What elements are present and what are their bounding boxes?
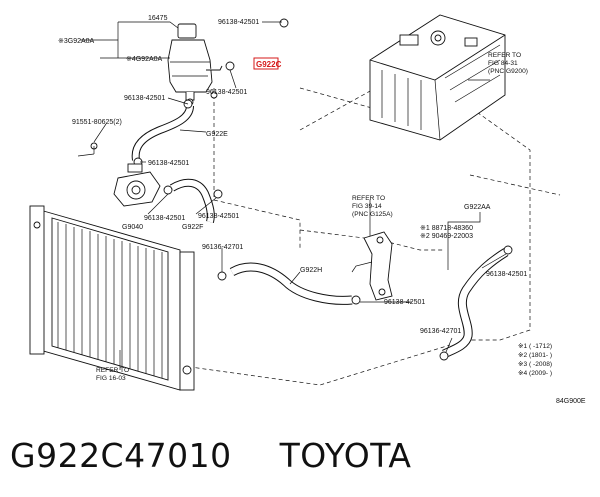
- label-96138-42501-g: 96138-42501: [486, 271, 527, 278]
- label-90469-22003: ※2 90469-22003: [420, 233, 473, 240]
- caption-part-number: G922C47010: [10, 435, 232, 475]
- label-96138-42501-c: 96138-42501: [148, 160, 189, 167]
- note-4: ※4 (2009- ): [518, 370, 552, 377]
- ref-fig84-line2: FIG 84-31: [488, 60, 518, 67]
- part-labels: 16475 96138-42501 G922C ※3G92A0A ※4G92A0…: [58, 15, 586, 405]
- label-96136-42701-a: 96136-42701: [202, 244, 243, 251]
- water-pump: [113, 163, 161, 207]
- label-g922c-highlighted: G922C: [256, 60, 282, 69]
- label-96138-42501-top: 96138-42501: [218, 19, 259, 26]
- highlight-box: [253, 57, 279, 70]
- note-2: ※2 (1801- ): [518, 352, 552, 359]
- ref-fig16-line2: FIG 16-03: [96, 375, 126, 382]
- caption-brand: TOYOTA: [279, 435, 412, 475]
- water-pipe: [351, 231, 393, 301]
- hoses: [131, 23, 509, 359]
- label-96138-42501-d: 96138-42501: [144, 215, 185, 222]
- note-3: ※3 ( -2008): [518, 361, 552, 368]
- inverter-assembly: [369, 14, 506, 141]
- diagram-code: 84G900E: [556, 398, 586, 405]
- ref-fig84-line3: (PNC G9200): [488, 68, 528, 75]
- leader-lines: [77, 21, 507, 370]
- label-16475: 16475: [148, 15, 168, 22]
- ref-fig16-line1: REFER TO: [96, 367, 129, 374]
- label-g922aa: G922AA: [464, 204, 491, 211]
- label-96138-42501-e: 96138-42501: [198, 213, 239, 220]
- reference-notes: REFER TO FIG 84-31 (PNC G9200) REFER TO …: [96, 52, 528, 382]
- parts-diagram: 16475 96138-42501 G922C ※3G92A0A ※4G92A0…: [29, 14, 586, 405]
- label-g92a0a-4: ※4G92A0A: [126, 56, 163, 63]
- caption: G922C47010 TOYOTA: [10, 430, 411, 480]
- ref-fig39-line1: REFER TO: [352, 195, 385, 202]
- label-96136-42701-b: 96136-42701: [420, 328, 461, 335]
- label-91551-80625: 91551-80625(2): [72, 119, 122, 126]
- ref-fig39-line3: (PNC G125A): [352, 211, 393, 218]
- label-g9040: G9040: [122, 224, 143, 231]
- radiator: [29, 205, 195, 391]
- label-96138-42501-b: 96138-42501: [124, 95, 165, 102]
- label-88718-48360: ※1 88718-48360: [420, 225, 473, 232]
- applicability-notes: ※1 ( -1712) ※2 (1801- ) ※3 ( -2008) ※4 (…: [518, 343, 552, 377]
- ref-fig84-line1: REFER TO: [488, 52, 521, 59]
- label-g922h: G922H: [300, 267, 322, 274]
- label-g922e: G922E: [206, 131, 228, 138]
- label-96138-42501-a: 96138-42501: [206, 89, 247, 96]
- note-1: ※1 ( -1712): [518, 343, 552, 350]
- label-g92a0a-3: ※3G92A0A: [58, 38, 95, 45]
- label-g922f: G922F: [182, 224, 203, 231]
- dashed-boundaries: [139, 87, 561, 386]
- ref-fig39-line2: FIG 39-14: [352, 203, 382, 210]
- label-96138-42501-f: 96138-42501: [384, 299, 425, 306]
